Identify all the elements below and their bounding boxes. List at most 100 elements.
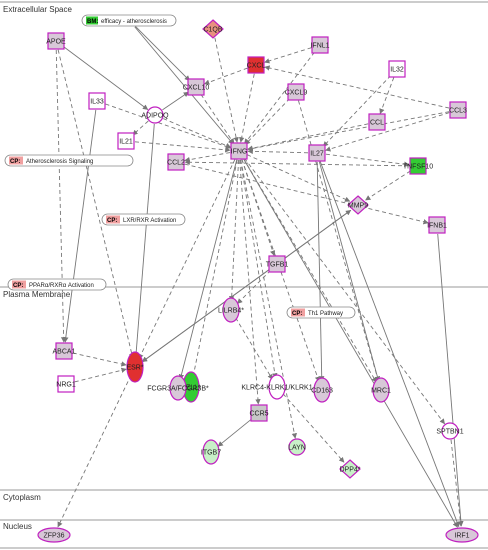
node-tnfsf10[interactable]: TNFSF10 [403, 157, 433, 175]
node-shape-itgb7 [202, 439, 220, 465]
node-shape-apoe [47, 32, 65, 50]
node-label-klrc4: KLRC4-KLRK1/KLRK1 [241, 385, 312, 392]
node-ccl3[interactable]: CCL3 [449, 101, 467, 119]
node-klrc4[interactable]: KLRC4-KLRK1/KLRK1 [241, 374, 313, 400]
node-zfp36[interactable]: ZFP36 [37, 527, 71, 543]
edge-il27-mrc1 [318, 161, 380, 382]
node-shape-mrc1 [372, 377, 390, 403]
svg-text:PPARα/RXRα Activation: PPARα/RXRα Activation [29, 283, 94, 289]
node-shape-esr [126, 351, 144, 383]
node-sptbn1[interactable]: SPTBN1 [436, 422, 464, 440]
svg-text:BM:: BM: [87, 19, 98, 25]
node-il33[interactable]: IL33 [88, 92, 106, 110]
node-shape-ifng [230, 142, 248, 160]
node-ifng[interactable]: IFNG [230, 142, 248, 160]
node-shape-il21 [117, 132, 135, 150]
node-cd163[interactable]: CD163 [311, 377, 333, 403]
node-abca1[interactable]: ABCA1 [53, 342, 76, 360]
edge-adipoq-esr [133, 123, 155, 359]
node-ccl2[interactable]: CCL2 [167, 153, 185, 171]
node-cxcl9[interactable]: CXCL9 [285, 83, 308, 101]
edge-il33-abca1 [63, 109, 97, 343]
node-adipoq[interactable]: ADIPOQ [141, 106, 169, 124]
annotation-cp-lxr-rxr[interactable]: CP: LXR/RXR Activation [101, 213, 186, 226]
annotation-tag-cp [9, 156, 23, 165]
node-shape-c1qb [202, 19, 224, 39]
compartment-plasma-membrane: Plasma Membrane [3, 290, 71, 299]
svg-text:efficacy - atherosclerosis: efficacy - atherosclerosis [101, 19, 167, 25]
node-ifnb1[interactable]: IFNB1 [427, 216, 447, 234]
annotation-cp-ppar-rxr[interactable]: CP: PPARα/RXRα Activation [7, 278, 107, 291]
node-label-nrg1: NRG1 [56, 382, 76, 389]
svg-text:CP:: CP: [107, 218, 117, 224]
edge-c1qb-ifng [214, 37, 239, 143]
edge-ccr5-itgb7 [217, 418, 253, 447]
edge-cxcl9-mrc1 [298, 100, 380, 382]
annotation-cp-atherosclerosis[interactable]: CP: Atherosclerosis Signaling [4, 154, 134, 167]
node-shape-ifnb1 [428, 216, 446, 234]
node-label-ifng: IFNG [231, 149, 248, 156]
node-tgfb1[interactable]: TGFB1 [266, 255, 289, 273]
node-cxcl[interactable]: CXCL [247, 56, 266, 74]
edge-adipoq-ifng [163, 118, 232, 149]
node-c1qb[interactable]: C1QB [202, 19, 224, 39]
node-shape-tnfsf10 [409, 157, 427, 175]
node-layn[interactable]: LAYN [288, 438, 306, 456]
node-label-tnfsf10: TNFSF10 [403, 164, 433, 171]
node-irf1[interactable]: IRF1 [445, 527, 479, 543]
node-nrg1[interactable]: NRG1 [56, 375, 76, 393]
node-fcgr[interactable]: FCGR3A/FCGR3B* [147, 375, 209, 401]
edge-il27-tnfsf10 [325, 153, 410, 167]
node-label-mrc1: MRC1 [371, 388, 391, 395]
edge-tnfsf10-ccl2 [184, 159, 410, 167]
node-il32[interactable]: IL32 [388, 60, 406, 78]
node-label-cxcl10: CXCL10 [183, 85, 210, 92]
node-shape-fcgr [169, 375, 187, 401]
edge-ccl2-ifnb1 [184, 163, 429, 225]
node-il27[interactable]: IL27 [308, 144, 326, 162]
node-shape-mmp9 [347, 195, 369, 215]
edge-ifnl1-cxcl [264, 47, 312, 64]
node-apoe[interactable]: APOE [46, 32, 66, 50]
edge-layer [55, 26, 464, 528]
node-lilrb4[interactable]: LILRB4* [218, 297, 244, 323]
node-shape-klrc4 [268, 374, 286, 400]
node-cxcl10[interactable]: CXCL10 [183, 78, 210, 96]
node-esr[interactable]: ESR* [126, 351, 144, 383]
edge-il21-ifng [134, 141, 231, 153]
annotation-cp-th1[interactable]: CP: Th1 Pathway [286, 306, 356, 319]
edge-il32-il27 [322, 75, 392, 147]
node-shape-il32 [388, 60, 406, 78]
node-shape-ifnl1 [311, 36, 329, 54]
node-label-fcgr: FCGR3A/FCGR3B* [147, 386, 209, 393]
node-shape-nrg1 [57, 375, 75, 393]
node-dpp4[interactable]: DPP4* [339, 459, 361, 479]
node-shape-irf1 [445, 527, 479, 543]
annotation-bm[interactable]: BM: efficacy - atherosclerosis [81, 14, 177, 27]
node-ccl[interactable]: CCL [368, 113, 386, 131]
edge-ccl-ifng [247, 123, 369, 151]
node-label-lilrb4: LILRB4* [218, 308, 244, 315]
node-shape-cxcl10 [187, 78, 205, 96]
node-itgb7[interactable]: ITGB7 [201, 439, 221, 465]
node-shape-layn [288, 438, 306, 456]
node-shape-cxcl9 [287, 83, 305, 101]
node-mrc1[interactable]: MRC1 [371, 377, 391, 403]
node-shape-tgfb1 [268, 255, 286, 273]
node-ifnl1[interactable]: IFNL1 [310, 36, 330, 54]
node-mmp9[interactable]: MMP9 [347, 195, 369, 215]
edge-sptbn1-irf1 [450, 439, 464, 527]
node-label-irf1: IRF1 [454, 533, 469, 540]
node-shape-ccl3 [449, 101, 467, 119]
node-shape-cd163 [313, 377, 331, 403]
svg-text:CP:: CP: [13, 283, 23, 289]
node-label-sptbn1: SPTBN1 [436, 429, 463, 436]
node-il21[interactable]: IL21 [117, 132, 135, 150]
edge-il33-ifng [105, 103, 232, 149]
edge-abca1-esr [72, 352, 127, 367]
edge-apoe-adipoq [62, 46, 149, 110]
edge-adipoq-il21 [132, 120, 149, 136]
edge-il27-cd163 [316, 161, 325, 382]
node-ccr5[interactable]: CCR5 [249, 404, 269, 422]
